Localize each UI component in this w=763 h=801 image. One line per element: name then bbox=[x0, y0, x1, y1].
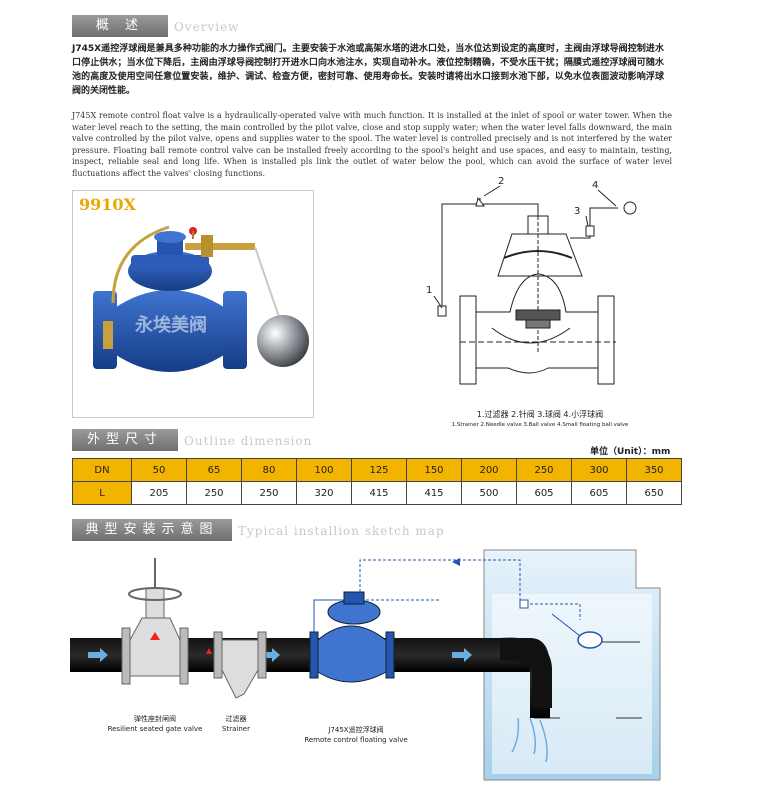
dn-cell: 300 bbox=[571, 458, 627, 482]
dimension-table: DN 50 65 80 100 125 150 200 250 300 350 … bbox=[72, 458, 682, 505]
l-cell: 205 bbox=[131, 481, 187, 505]
l-cell: 500 bbox=[461, 481, 517, 505]
callout-3: 3 bbox=[574, 206, 581, 217]
row-label-l: L bbox=[72, 481, 132, 505]
table-row-dn: DN 50 65 80 100 125 150 200 250 300 350 bbox=[72, 458, 682, 482]
dimension-title-cn: 外型尺寸 bbox=[86, 432, 163, 447]
schematic-legend-cn: 1.过滤器 2.针阀 3.球阀 4.小浮球阀 bbox=[476, 410, 604, 419]
float-valve-label-cn: J745X遥控浮球阀 bbox=[328, 726, 384, 734]
dn-cell: 80 bbox=[241, 458, 297, 482]
float-valve-illustration: 永埃美阀 bbox=[93, 225, 309, 372]
l-cell: 650 bbox=[626, 481, 682, 505]
dn-cell: 100 bbox=[296, 458, 352, 482]
product-model-label: 9910X bbox=[79, 195, 136, 214]
installation-section-header: 典型安装示意图 bbox=[72, 519, 232, 541]
l-cell: 320 bbox=[296, 481, 352, 505]
dimension-section-header: 外型尺寸 bbox=[72, 429, 178, 451]
dimension-unit: 单位（Unit）：mm bbox=[590, 447, 671, 457]
strainer-label-cn: 过滤器 bbox=[225, 715, 247, 723]
gate-valve-label-cn: 弹性座封闸阀 bbox=[134, 715, 176, 723]
row-label-dn: DN bbox=[72, 458, 132, 482]
dimension-title-en: Outline dimension bbox=[184, 434, 313, 448]
table-row-l: L 205 250 250 320 415 415 500 605 605 65… bbox=[72, 481, 682, 505]
overview-paragraph-en: J745X remote control float valve is a hy… bbox=[72, 111, 672, 178]
dn-cell: 250 bbox=[516, 458, 572, 482]
l-cell: 250 bbox=[186, 481, 242, 505]
valve-schematic bbox=[433, 185, 637, 385]
product-photo: 9910X 永埃美阀 bbox=[72, 190, 314, 418]
overview-paragraph-cn: J745X遥控浮球阀是兼具多种功能的水力操作式阀门。主要安装于水池或高架水塔的进… bbox=[72, 44, 664, 96]
l-cell: 415 bbox=[351, 481, 407, 505]
schematic-legend-en: 1.Strainer 2.Needle valve 3.Ball valve 4… bbox=[451, 422, 629, 428]
dn-cell: 65 bbox=[186, 458, 242, 482]
callout-2: 2 bbox=[498, 176, 505, 187]
dn-cell: 125 bbox=[351, 458, 407, 482]
l-cell: 605 bbox=[571, 481, 627, 505]
overview-title-cn: 概 述 bbox=[95, 18, 145, 33]
dn-cell: 350 bbox=[626, 458, 682, 482]
l-cell: 250 bbox=[241, 481, 297, 505]
l-cell: 415 bbox=[406, 481, 462, 505]
callout-1: 1 bbox=[426, 285, 433, 296]
dn-cell: 50 bbox=[131, 458, 187, 482]
gate-valve-label-en: Resilient seated gate valve bbox=[107, 725, 203, 733]
installation-sketch bbox=[70, 549, 661, 781]
dn-cell: 150 bbox=[406, 458, 462, 482]
overview-title-en: Overview bbox=[174, 20, 240, 34]
strainer-label-en: Strainer bbox=[222, 725, 250, 733]
dn-cell: 200 bbox=[461, 458, 517, 482]
float-valve-label-en: Remote control floating valve bbox=[304, 736, 408, 744]
callout-4: 4 bbox=[592, 180, 599, 191]
installation-title-en: Typical installion sketch map bbox=[238, 524, 445, 538]
l-cell: 605 bbox=[516, 481, 572, 505]
watermark-text: 永埃美阀 bbox=[134, 314, 207, 336]
overview-section-header: 概 述 bbox=[72, 15, 168, 37]
installation-title-cn: 典型安装示意图 bbox=[85, 522, 219, 537]
